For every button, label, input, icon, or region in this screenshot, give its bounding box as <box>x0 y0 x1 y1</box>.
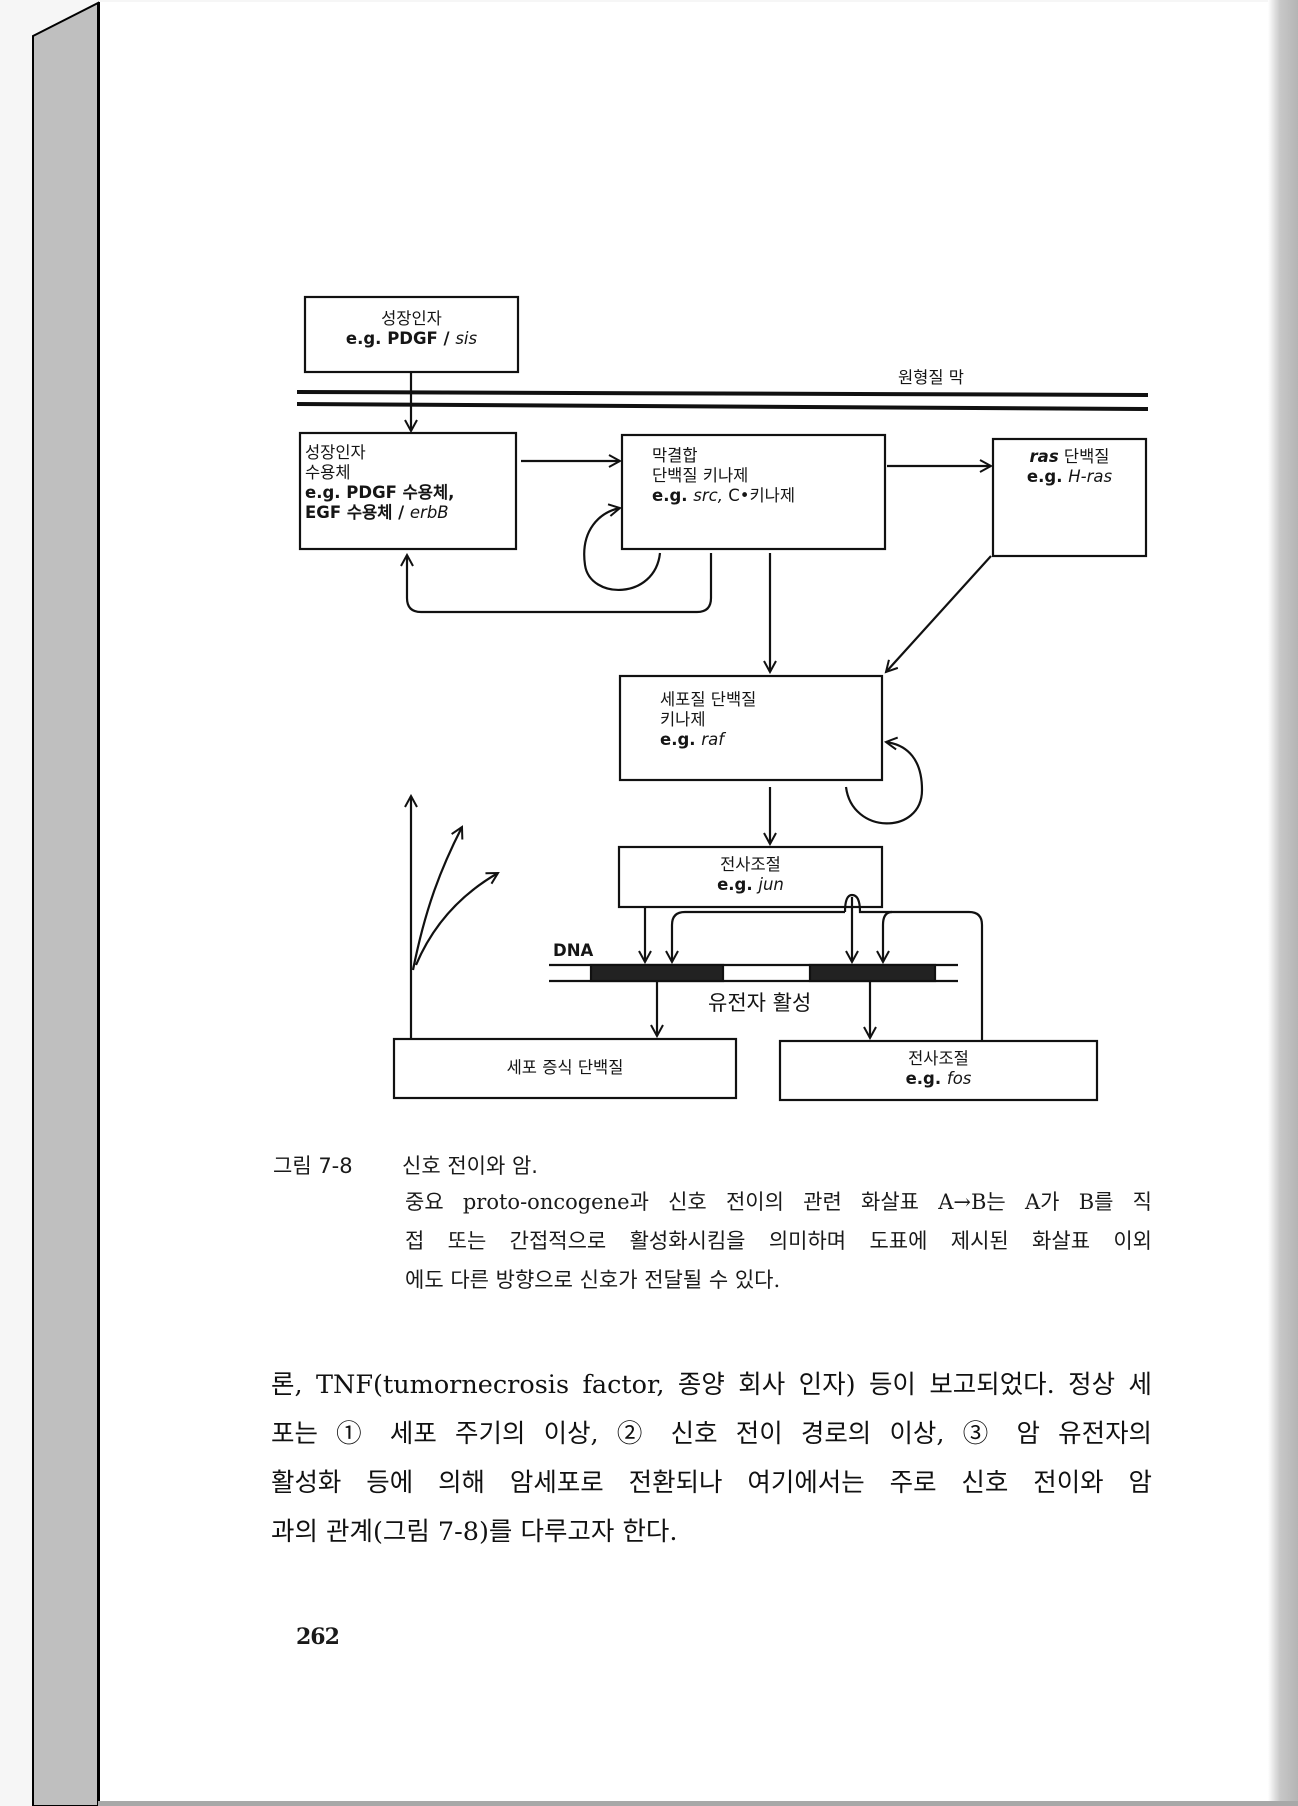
receptor-line3: e.g. PDGF 수용체, <box>305 483 455 502</box>
membrane-kinase-suffix: C•키나제 <box>723 486 796 505</box>
body-line: 포는 ① 세포 주기의 이상, ② 신호 전이 경로의 이상, ③ 암 유전자의 <box>271 1419 1152 1449</box>
receptor-box <box>298 431 518 551</box>
dna-gene-segment <box>589 963 725 983</box>
page-edge-shadow <box>1268 0 1298 1806</box>
book-page <box>98 2 1280 1802</box>
ras-gene: ras <box>1029 447 1059 466</box>
receptor-label: 성장인자 수용체 e.g. PDGF 수용체, EGF 수용체 / erbB <box>305 443 454 523</box>
arrow <box>414 873 498 966</box>
cytoplasmic-kinase-label: 세포질 단백질 키나제 e.g. raf <box>660 690 756 750</box>
jun-eg: e.g. <box>717 875 759 894</box>
caption-line: 접 또는 간접적으로 활성화시킴을 의미하며 도표에 제시된 화살표 이외 <box>405 1229 1152 1253</box>
receptor-line4: EGF 수용체 / <box>305 503 410 522</box>
receptor-gene: erbB <box>409 503 449 522</box>
receptor-line2: 수용체 <box>305 463 351 482</box>
ras-eg: e.g. <box>1026 467 1069 486</box>
figure-number: 그림 7-8 <box>273 1154 353 1178</box>
fos-gene: fos <box>946 1069 972 1088</box>
membrane-kinase-line2: 단백질 키나제 <box>652 466 749 485</box>
membrane-kinase-eg: e.g. <box>652 486 694 505</box>
proliferation-label: 세포 증식 단백질 <box>506 1058 624 1077</box>
dna-label: DNA <box>553 941 594 960</box>
growth-factor-gene: sis <box>455 329 478 348</box>
arrow <box>886 555 992 672</box>
jun-gene: jun <box>758 875 784 894</box>
jun-label: 전사조절 e.g. jun <box>619 855 882 895</box>
membrane-line <box>296 402 1149 411</box>
proliferation-box <box>392 1037 738 1100</box>
arrow <box>411 827 462 971</box>
membrane-kinase-box <box>620 433 887 551</box>
fos-label: 전사조절 e.g. fos <box>780 1049 1097 1089</box>
membrane-kinase-gene: src, <box>693 486 723 505</box>
arrow-self-loop <box>583 508 662 592</box>
page-bottom-edge <box>98 1801 1298 1806</box>
page-number: 262 <box>296 1624 340 1650</box>
ras-label: ras 단백질 e.g. H-ras <box>993 447 1146 487</box>
membrane-line <box>296 390 1149 397</box>
membrane-kinase-line1: 막결합 <box>652 446 698 465</box>
fos-box <box>778 1039 1099 1102</box>
body-line: 과의 관계(그림 7-8)를 다루고자 한다. <box>271 1517 678 1547</box>
arrow-feedback <box>407 553 713 614</box>
cytoplasmic-kinase-gene: raf <box>701 730 725 749</box>
gene-activation-label: 유전자 활성 <box>708 991 812 1015</box>
fos-eg: e.g. <box>905 1069 947 1088</box>
ras-example: H-ras <box>1068 467 1113 486</box>
ras-title: 단백질 <box>1058 447 1110 466</box>
growth-factor-label: 성장인자 e.g. PDGF / sis <box>305 309 518 349</box>
arrow-self-loop <box>844 742 924 825</box>
cytoplasmic-kinase-line2: 키나제 <box>660 710 706 729</box>
body-line: 활성화 등에 의해 암세포로 전환되나 여기에서는 주로 신호 전이와 암 <box>271 1468 1152 1498</box>
caption-line: 에도 다른 방향으로 신호가 전달될 수 있다. <box>405 1268 781 1292</box>
cytoplasmic-kinase-eg: e.g. <box>660 730 702 749</box>
fos-title: 전사조절 <box>908 1049 969 1068</box>
receptor-line1: 성장인자 <box>305 443 366 462</box>
caption-line: 중요 proto-oncogene과 신호 전이의 관련 화살표 A→B는 A가… <box>405 1190 1152 1214</box>
membrane-label: 원형질 막 <box>898 368 964 387</box>
arrow <box>883 910 893 962</box>
growth-factor-title: 성장인자 <box>381 309 442 328</box>
body-line: 론, TNF(tumornecrosis factor, 종양 회사 인자) 등… <box>271 1370 1152 1400</box>
figure-title: 신호 전이와 암. <box>402 1154 538 1178</box>
ras-box <box>991 437 1148 558</box>
arrow-fos-feedback <box>672 910 984 1040</box>
jun-title: 전사조절 <box>720 855 781 874</box>
dna-gene-segment <box>808 963 937 983</box>
membrane-kinase-label: 막결합 단백질 키나제 e.g. src, C•키나제 <box>652 446 795 506</box>
jun-box <box>617 845 884 909</box>
cytoplasmic-kinase-line1: 세포질 단백질 <box>660 690 757 709</box>
cytoplasmic-kinase-box <box>618 674 884 782</box>
growth-factor-eg: e.g. PDGF / <box>345 329 456 348</box>
